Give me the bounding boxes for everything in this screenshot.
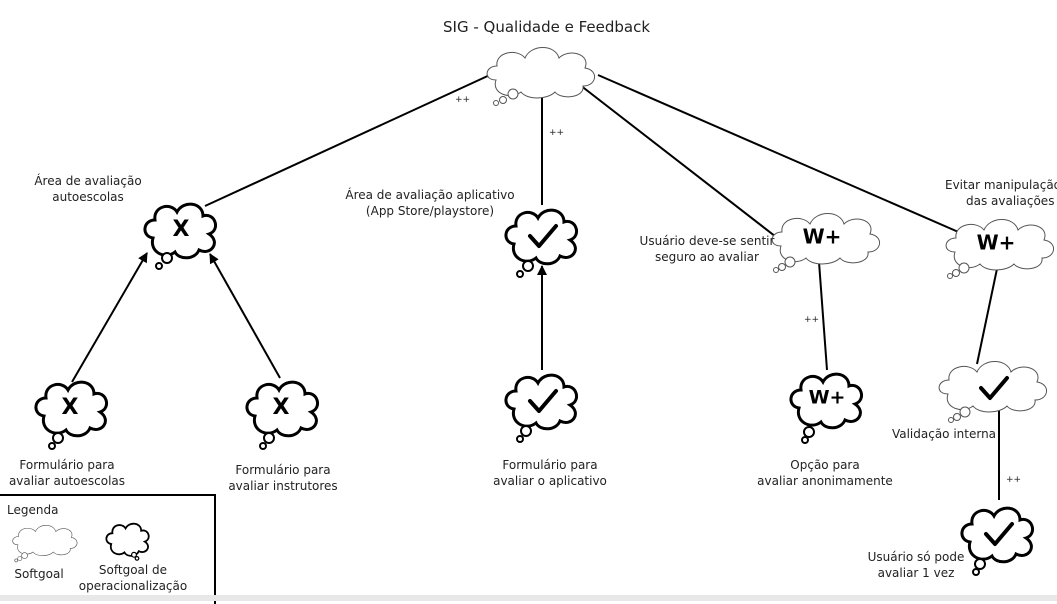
label-line: Formulário para — [235, 463, 331, 477]
form-instrutores-label: Formulário para avaliar instrutores — [222, 462, 344, 494]
manipulacao-label: Evitar manipulação das avaliações — [945, 177, 1057, 209]
label-line: Formulário para — [19, 458, 115, 472]
legend-softgoal-icon — [12, 525, 78, 563]
check-mark-icon — [528, 224, 558, 248]
label-line: Formulário para — [502, 458, 598, 472]
contribution-label: ++ — [455, 95, 471, 105]
check-mark-icon — [528, 389, 558, 413]
edge-manipulacao-validacao — [976, 263, 999, 365]
edge-root-area-autoescolas — [204, 73, 493, 207]
label-line: seguro ao avaliar — [655, 250, 759, 264]
label-line: operacionalização — [78, 579, 188, 593]
label-line: autoescolas — [52, 190, 124, 204]
contribution-label: ++ — [804, 315, 820, 325]
edge-root-manipulacao — [597, 74, 964, 235]
weak-positive-icon: W+ — [977, 231, 1016, 255]
check-mark-icon — [979, 376, 1009, 400]
form-autoescolas-label: Formulário para avaliar autoescolas — [4, 457, 130, 489]
weak-positive-icon: W+ — [803, 225, 842, 249]
label-line: Softgoal de — [98, 563, 168, 577]
validacao-label: Validação interna — [888, 426, 1000, 442]
area-autoescolas-label: Área de avaliação autoescolas — [34, 173, 142, 205]
label-line: Área de avaliação — [34, 174, 142, 188]
label-line: Usuário só pode — [867, 550, 965, 564]
x-mark-icon: X — [62, 395, 79, 420]
legend-operationalizing-icon — [105, 522, 150, 561]
anonimo-op[interactable]: W+ — [789, 372, 864, 444]
root-softgoal[interactable] — [486, 47, 595, 106]
edge-form-instrutores — [209, 253, 281, 379]
label-line: Validação interna — [891, 427, 997, 441]
uma-vez-op[interactable] — [960, 506, 1035, 576]
x-mark-icon: X — [273, 395, 290, 420]
legend-softgoal-label: Softgoal — [14, 567, 64, 581]
legend-title: Legenda — [7, 503, 59, 517]
form-aplicativo-label: Formulário para avaliar o aplicativo — [484, 457, 616, 489]
area-aplicativo-softgoal[interactable] — [504, 208, 579, 278]
contribution-label: ++ — [549, 128, 565, 138]
weak-positive-icon: W+ — [809, 387, 846, 409]
label-line: avaliar anonimamente — [757, 474, 893, 488]
label-line: Usuário deve-se sentir — [639, 234, 775, 248]
edge-root-seguro — [579, 84, 781, 241]
area-autoescolas-softgoal[interactable]: X — [143, 202, 218, 270]
edges — [71, 73, 1000, 500]
label-line: (App Store/playstore) — [365, 204, 495, 218]
label-line: avaliar instrutores — [228, 479, 338, 493]
area-aplicativo-label: Área de avaliação aplicativo (App Store/… — [345, 187, 515, 219]
check-mark-icon — [984, 522, 1014, 546]
seguro-softgoal[interactable]: W+ — [771, 213, 880, 273]
label-line: Área de avaliação aplicativo — [345, 188, 515, 202]
anonimo-label: Opção para avaliar anonimamente — [752, 457, 898, 489]
label-line: avaliar o aplicativo — [493, 474, 607, 488]
edge-form-autoescolas — [71, 252, 148, 383]
validacao-softgoal[interactable] — [938, 361, 1047, 423]
label-line: avaliar 1 vez — [877, 566, 955, 580]
label-line: Evitar manipulação — [945, 178, 1057, 192]
form-aplicativo-op[interactable] — [504, 373, 579, 443]
diagram-title: SIG - Qualidade e Feedback — [443, 18, 651, 36]
label-line: Opção para — [790, 458, 860, 472]
label-line: das avaliações — [966, 194, 1055, 208]
x-mark-icon: X — [173, 217, 190, 242]
legend-operationalizing-label: Softgoal de operacionalização — [78, 562, 188, 594]
form-instrutores-op[interactable]: X — [245, 380, 320, 450]
bottom-scroll-area — [0, 595, 1057, 601]
seguro-label: Usuário deve-se sentir seguro ao avaliar — [636, 233, 778, 265]
label-line: avaliar autoescolas — [8, 474, 126, 488]
uma-vez-label: Usuário só pode avaliar 1 vez — [860, 549, 972, 581]
form-autoescolas-op[interactable]: X — [34, 380, 109, 450]
contribution-label: ++ — [1006, 475, 1022, 485]
edge-seguro-anonimo — [818, 261, 828, 371]
manipulacao-softgoal[interactable]: W+ — [945, 219, 1054, 279]
legend — [0, 494, 216, 604]
